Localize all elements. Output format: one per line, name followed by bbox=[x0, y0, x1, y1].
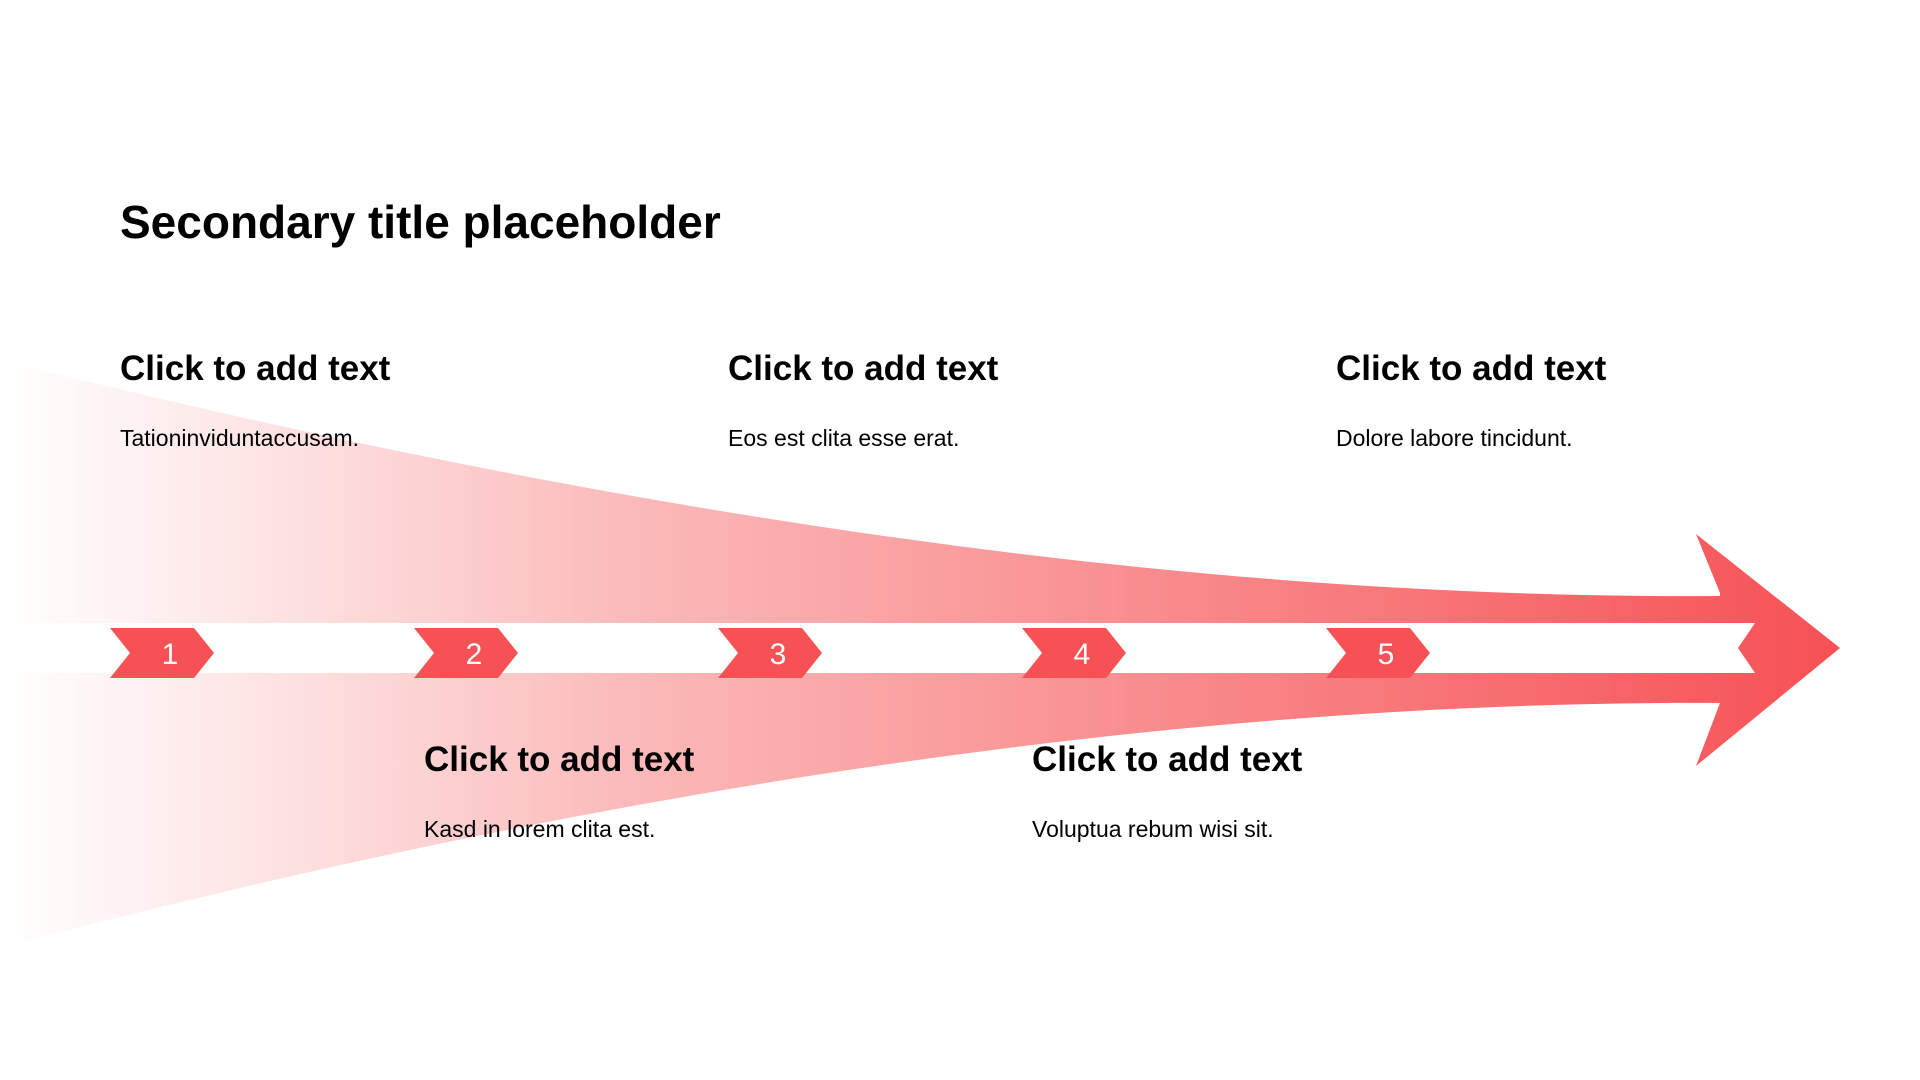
step-4-body[interactable]: Voluptua rebum wisi sit. bbox=[1032, 816, 1274, 842]
step-5-body[interactable]: Dolore labore tincidunt. bbox=[1336, 425, 1573, 451]
step-4-chevron bbox=[1022, 628, 1126, 678]
step-4-number: 4 bbox=[1074, 638, 1091, 671]
step-5-heading[interactable]: Click to add text bbox=[1336, 349, 1607, 388]
text-block-step-3: Click to add text Eos est clita esse era… bbox=[728, 347, 1248, 453]
step-1-body[interactable]: Tationinviduntaccusam. bbox=[120, 425, 360, 451]
step-4-heading[interactable]: Click to add text bbox=[1032, 740, 1303, 779]
text-block-step-1: Click to add text Tationinviduntaccusam. bbox=[120, 347, 640, 453]
text-block-step-5: Click to add text Dolore labore tincidun… bbox=[1336, 347, 1856, 453]
step-5-chevron bbox=[1326, 628, 1430, 678]
funnel-lower-band bbox=[0, 648, 1840, 948]
step-3-heading[interactable]: Click to add text bbox=[728, 349, 999, 388]
step-2-number: 2 bbox=[466, 638, 483, 671]
step-3-chevron bbox=[718, 628, 822, 678]
step-markers: 1 2 3 4 5 bbox=[110, 628, 1430, 678]
text-block-step-2: Click to add text Kasd in lorem clita es… bbox=[424, 738, 944, 844]
step-1-heading[interactable]: Click to add text bbox=[120, 349, 391, 388]
step-2-heading[interactable]: Click to add text bbox=[424, 740, 695, 779]
step-1-number: 1 bbox=[162, 638, 179, 671]
step-3-number: 3 bbox=[770, 638, 787, 671]
text-block-step-4: Click to add text Voluptua rebum wisi si… bbox=[1032, 738, 1552, 844]
step-5-number: 5 bbox=[1378, 638, 1395, 671]
funnel-upper-band bbox=[0, 360, 1840, 648]
step-1-chevron bbox=[110, 628, 214, 678]
step-3-body[interactable]: Eos est clita esse erat. bbox=[728, 425, 960, 451]
step-2-chevron bbox=[414, 628, 518, 678]
step-2-body[interactable]: Kasd in lorem clita est. bbox=[424, 816, 656, 842]
page-title: Secondary title placeholder bbox=[120, 196, 721, 248]
